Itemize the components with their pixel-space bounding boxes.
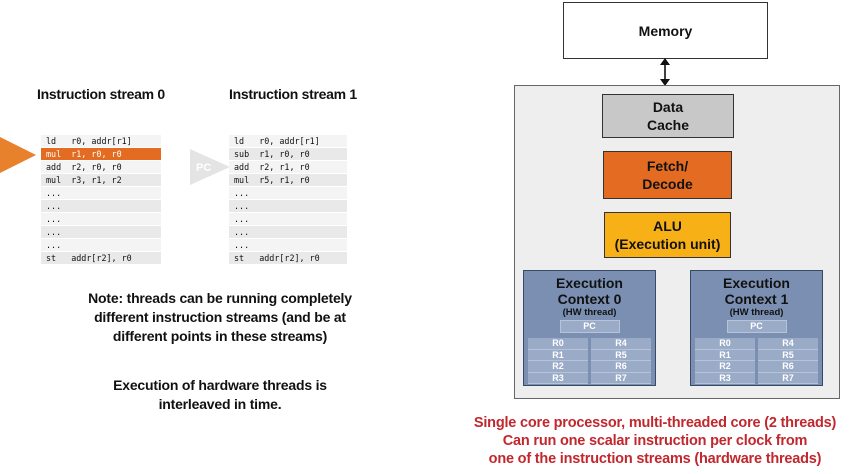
instruction-row: ld r0, addr[r1] — [229, 135, 347, 148]
data-cache-box: Data Cache — [602, 94, 734, 138]
register-file: R0 R1 R2 R3 R4 R5 R6 R7 — [695, 338, 818, 384]
note-line: Note: threads can be running completely — [88, 290, 352, 306]
register: R7 — [591, 372, 651, 384]
register: R7 — [758, 372, 818, 384]
pc-register: PC — [726, 320, 787, 333]
instruction-row: mul r5, r1, r0 — [229, 174, 347, 187]
note-interleaved: Execution of hardware threads is interle… — [20, 376, 420, 414]
register: R5 — [591, 349, 651, 361]
context-title: Execution — [556, 275, 623, 291]
instruction-row: ... — [229, 187, 347, 200]
note-threads: Note: threads can be running completely … — [20, 289, 420, 346]
execution-context-1: Execution Context 1 (HW thread) PC R0 R1… — [690, 270, 823, 386]
instruction-row: ... — [229, 226, 347, 239]
instruction-row: st addr[r2], r0 — [41, 252, 161, 265]
instruction-row: ... — [41, 200, 161, 213]
instruction-row: st addr[r2], r0 — [229, 252, 347, 265]
register: R6 — [758, 361, 818, 373]
data-cache-label: Data — [652, 99, 684, 115]
pc-register: PC — [559, 320, 620, 333]
instruction-row: ... — [229, 239, 347, 252]
context-subtitle: (HW thread) — [562, 307, 617, 318]
register: R4 — [758, 338, 818, 350]
pc-marker-label: PC — [196, 162, 211, 174]
caption-line: Single core processor, multi-threaded co… — [473, 415, 837, 431]
fetch-decode-label: Fetch/ — [646, 158, 689, 174]
alu-label: ALU — [653, 218, 682, 234]
instruction-row: ... — [229, 213, 347, 226]
context-title: Context 0 — [557, 291, 622, 307]
instruction-row: ... — [41, 226, 161, 239]
instruction-row: ... — [41, 187, 161, 200]
data-cache-label: Cache — [646, 117, 690, 133]
instruction-row: add r2, r0, r0 — [41, 161, 161, 174]
execution-context-0: Execution Context 0 (HW thread) PC R0 R1… — [523, 270, 656, 386]
register: R1 — [695, 349, 755, 361]
active-instruction-row: mul r1, r0, r0 — [41, 148, 161, 161]
caption-line: Can run one scalar instruction per clock… — [502, 433, 808, 449]
double-arrow-icon — [660, 58, 670, 86]
fetch-decode-box: Fetch/ Decode — [603, 151, 732, 199]
instruction-row: add r2, r1, r0 — [229, 161, 347, 174]
register: R1 — [528, 349, 588, 361]
register: R0 — [695, 338, 755, 350]
register: R4 — [591, 338, 651, 350]
register: R6 — [591, 361, 651, 373]
diagram-caption: Single core processor, multi-threaded co… — [455, 414, 855, 468]
caption-line: one of the instruction streams (hardware… — [488, 451, 822, 467]
note-line: interleaved in time. — [158, 396, 282, 412]
instruction-row: ... — [229, 200, 347, 213]
stream-1-title: Instruction stream 1 — [229, 86, 357, 102]
context-title: Context 1 — [724, 291, 789, 307]
context-subtitle: (HW thread) — [729, 307, 784, 318]
active-pointer-icon — [0, 137, 36, 173]
fetch-decode-label: Decode — [642, 176, 693, 192]
alu-label: (Execution unit) — [614, 236, 721, 252]
instruction-row: ld r0, addr[r1] — [41, 135, 161, 148]
context-title: Execution — [723, 275, 790, 291]
register: R2 — [695, 361, 755, 373]
instruction-row: ... — [41, 239, 161, 252]
note-line: different points in these streams) — [112, 328, 328, 344]
stream-0-title: Instruction stream 0 — [37, 86, 165, 102]
register: R0 — [528, 338, 588, 350]
note-line: Execution of hardware threads is — [113, 377, 327, 393]
register: R2 — [528, 361, 588, 373]
register: R3 — [695, 372, 755, 384]
register-file: R0 R1 R2 R3 R4 R5 R6 R7 — [528, 338, 651, 384]
register: R5 — [758, 349, 818, 361]
pc-pointer-icon: PC — [190, 149, 230, 185]
instruction-row: ... — [41, 213, 161, 226]
instruction-row: sub r1, r0, r0 — [229, 148, 347, 161]
alu-box: ALU (Execution unit) — [604, 212, 731, 258]
register: R3 — [528, 372, 588, 384]
memory-label: Memory — [638, 22, 693, 39]
instruction-row: mul r3, r1, r2 — [41, 174, 161, 187]
note-line: different instruction streams (and be at — [94, 309, 346, 325]
memory-box: Memory — [563, 2, 768, 59]
